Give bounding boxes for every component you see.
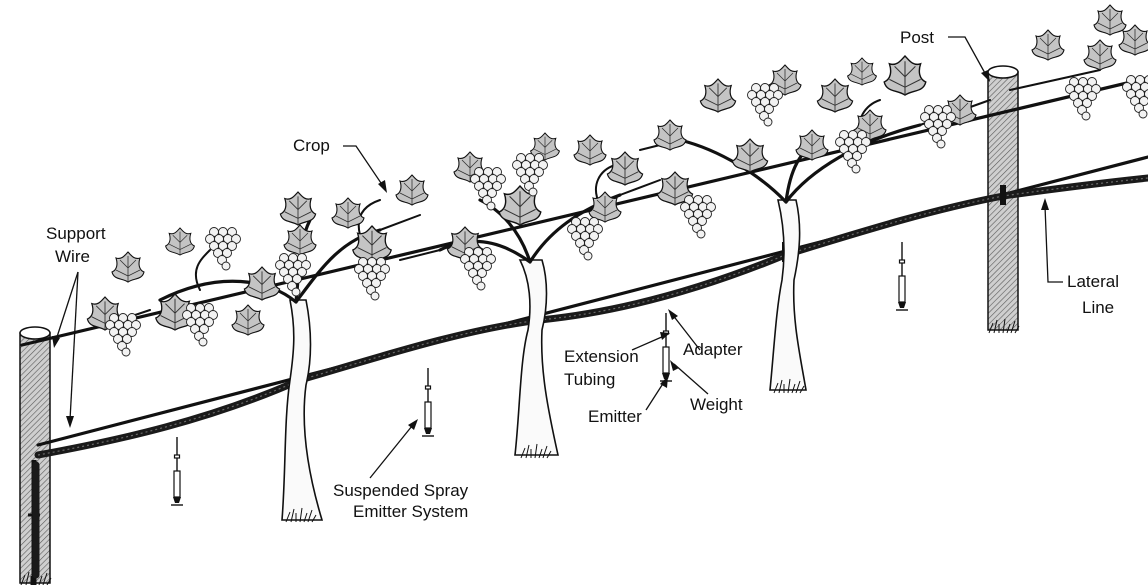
label-post: Post (900, 28, 934, 47)
label-support-wire-1: Support (46, 224, 106, 243)
label-adapter: Adapter (683, 340, 743, 359)
label-support-wire-2: Wire (55, 247, 90, 266)
label-suspended-system-1: Suspended Spray (333, 481, 469, 500)
label-emitter: Emitter (588, 407, 642, 426)
label-extension-tubing-2: Tubing (564, 370, 615, 389)
label-lateral-line-1: Lateral (1067, 272, 1119, 291)
label-crop: Crop (293, 136, 330, 155)
label-lateral-line-2: Line (1082, 298, 1114, 317)
label-suspended-system-2: Emitter System (353, 502, 468, 521)
spray-emitter-3 (660, 313, 672, 381)
label-extension-tubing-1: Extension (564, 347, 639, 366)
spray-emitter-2 (422, 368, 434, 436)
spray-emitter-4 (896, 242, 908, 310)
spray-emitter-1 (171, 437, 183, 505)
support-wire (22, 78, 1148, 445)
label-weight: Weight (690, 395, 743, 414)
